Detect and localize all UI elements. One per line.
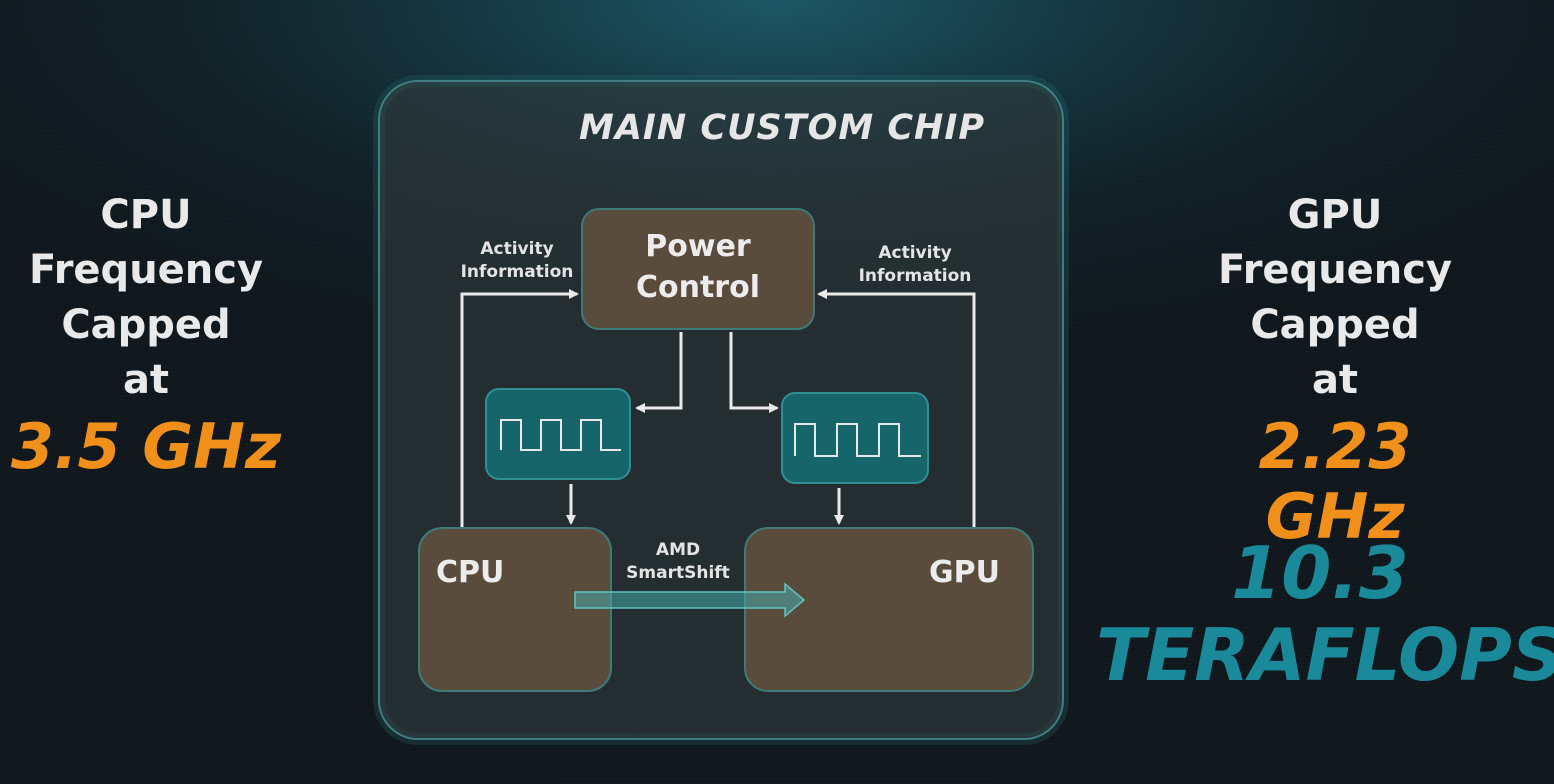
power-control-block: Power Control	[581, 208, 815, 330]
cpu-stat-line-1: CPU	[100, 192, 192, 238]
gpu-label: GPU	[929, 555, 1000, 590]
cpu-block: CPU	[418, 527, 612, 692]
cpu-clock-block	[485, 388, 631, 480]
gpu-stat-line-1: GPU	[1287, 192, 1383, 238]
gpu-stat-line-2: Frequency	[1217, 247, 1453, 293]
power-to-gpu-clock-arrow	[729, 332, 779, 413]
gpu-frequency-value: 2.23 GHz	[1258, 410, 1412, 553]
chip-title: MAIN CUSTOM CHIP	[578, 108, 986, 148]
teraflops-value: 10.3	[1231, 531, 1409, 615]
gpu-activity-arrow	[817, 289, 976, 527]
activity-information-right-label: Activity Information	[858, 243, 972, 286]
gpu-stat-line-3: Capped	[1250, 302, 1420, 348]
cpu-stat-line-3: Capped	[61, 302, 231, 348]
cpu-frequency-value: 3.5 GHz	[10, 410, 282, 483]
power-to-cpu-clock-arrow	[635, 332, 683, 413]
cpu-activity-arrow	[460, 289, 579, 527]
cpu-frequency-stat: CPU Frequency Capped at 3.5 GHz	[0, 188, 292, 482]
power-control-label: Power Control	[635, 229, 760, 305]
gpu-stat-line-4: at	[1311, 357, 1359, 403]
cpu-stat-line-2: Frequency	[28, 247, 264, 293]
cpu-label: CPU	[436, 555, 505, 590]
smartshift-arrow	[574, 582, 806, 618]
gpu-frequency-stat: GPU Frequency Capped at 2.23 GHz	[1180, 188, 1490, 552]
square-wave-icon	[500, 419, 621, 451]
amd-smartshift-label: AMD SmartShift	[626, 540, 730, 583]
square-wave-icon	[794, 423, 921, 457]
gpu-clock-block	[781, 392, 929, 484]
cpu-stat-line-4: at	[122, 357, 170, 403]
activity-information-left-label: Activity Information	[460, 239, 574, 282]
teraflops-unit: TERAFLOPS	[1096, 613, 1554, 697]
